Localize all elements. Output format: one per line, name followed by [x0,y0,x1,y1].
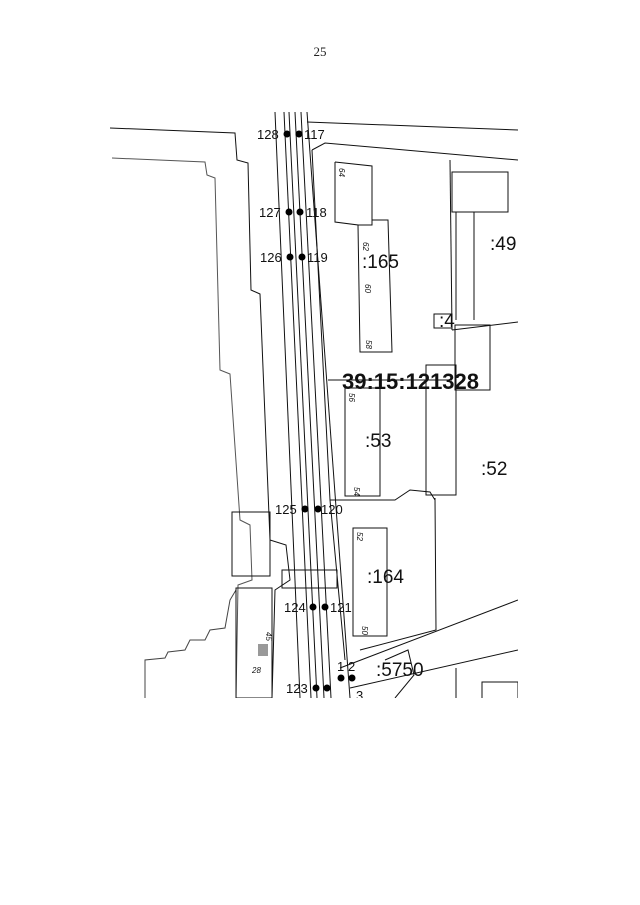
building-outline-left-inner [111,157,253,698]
building-52-annex [454,324,491,391]
point-label: 123 [286,681,308,696]
point-label: 119 [307,250,328,265]
parcel-label: :5750 [376,660,424,681]
house-number: 52 [355,532,364,541]
house-number: 28 [251,666,261,675]
point-label: 124 [284,600,306,615]
structure-small-3 [235,587,273,698]
parcel-boundary-main [311,142,518,161]
division-line-4 [449,159,453,331]
point-label: 125 [275,502,297,517]
point-label: 127 [259,205,281,220]
division-line-5 [451,321,518,331]
survey-points [283,130,356,692]
road-top-edge [306,121,518,131]
house-block-56 [344,387,381,497]
house-number: 45 [264,632,273,641]
building-outline-left [109,127,291,698]
structure-small-1 [231,511,271,577]
road-line-6 [306,112,351,698]
division-line-2 [330,489,436,501]
cadastral-block-label: 39:15:121328 [342,369,479,394]
road-line-3 [288,112,318,698]
road-lower-box [384,649,415,698]
road-line-1 [274,112,301,698]
road-lower-2 [349,649,518,689]
structure-shaded [258,644,268,656]
point-label: 117 [304,127,325,142]
building-52-strip [425,364,457,496]
house-block-64 [334,161,373,226]
house-block-52 [352,527,388,637]
parcel-label: :52 [481,459,507,480]
house-number: 58 [364,340,373,349]
parcel-label: :49 [490,234,516,255]
house-number: 64 [337,168,346,177]
house-number: 62 [361,242,370,251]
point-label: 121 [330,600,352,615]
point-label: 3 [356,688,363,703]
point-label: 128 [257,127,279,142]
house-number: 54 [352,487,361,496]
point-label: 1 [337,659,344,674]
road-lower-1 [339,599,518,669]
house-number: 50 [360,626,369,635]
parcel-label: :164 [367,567,404,588]
building-outline-bottom-left [144,589,237,698]
road-line-5 [300,112,332,698]
building-se [481,681,518,698]
house-block-64-west [334,162,393,353]
house-number: 56 [347,393,356,402]
point-label: 2 [348,659,355,674]
parcel-label: :165 [362,252,399,273]
building-49 [451,171,509,213]
parcel-label: :4 [439,311,455,332]
point-label: 118 [306,205,327,220]
parcel-label: :53 [365,431,391,452]
point-label: 120 [321,502,343,517]
building-4 [433,313,453,329]
point-label: 126 [260,250,282,265]
page-number: 25 [313,44,327,59]
division-line-3 [359,497,437,651]
house-number: 60 [363,284,372,293]
